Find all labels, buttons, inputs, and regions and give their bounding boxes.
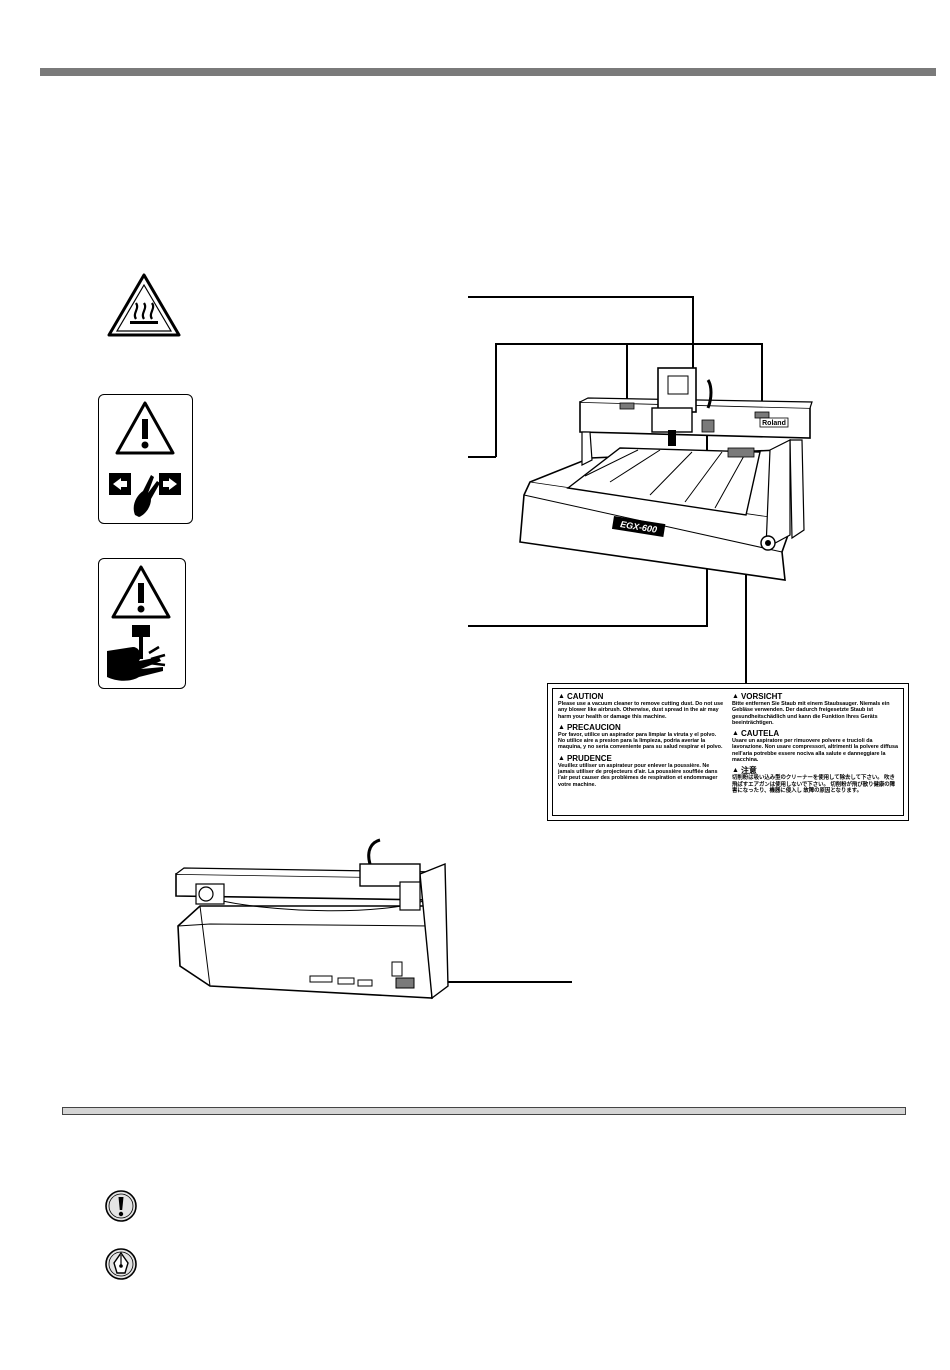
warning-triangle-icon: ▲ [558, 754, 565, 762]
pen-tip-note-icon [105, 1248, 137, 1280]
caution-block-de: ▲VORSICHT Bitte entfernen Sie Staub mit … [732, 692, 890, 726]
caution-block-en: ▲CAUTION Please use a vacuum cleaner to … [558, 692, 724, 720]
caution-block-ja: ▲注意 切削粉は吸い込み型のクリーナーを使用して除去して下さい。 吹き飛ばすエア… [732, 766, 896, 794]
top-rule [40, 68, 936, 76]
machine-front-illustration: Roland EGX-600 [468, 296, 813, 683]
section-rule [62, 1107, 906, 1115]
exclamation-note-icon [105, 1190, 137, 1222]
pinch-warning-label [98, 394, 193, 524]
hot-surface-warning-icon [107, 273, 181, 337]
brand-label: Roland [762, 420, 786, 427]
sharp-tool-warning-label [98, 558, 186, 689]
caution-left-column: ▲CAUTION Please use a vacuum cleaner to … [558, 692, 724, 812]
caution-block-fr: ▲PRUDENCE Veuillez utiliser un aspirateu… [558, 753, 718, 788]
machine-rear-illustration [175, 838, 572, 1000]
caution-right-column: ▲VORSICHT Bitte entfernen Sie Staub mit … [732, 692, 898, 812]
warning-triangle-icon: ▲ [732, 767, 739, 775]
warning-triangle-icon: ▲ [558, 693, 565, 700]
warning-triangle-icon: ▲ [732, 730, 739, 738]
caution-block-it: ▲CAUTELA Usare un aspiratore per rimuove… [732, 729, 898, 764]
warning-triangle-icon: ▲ [558, 723, 565, 731]
warning-triangle-icon: ▲ [732, 693, 739, 700]
caution-block-es: ▲PRECAUCION Por favor, utilice un aspira… [558, 722, 723, 751]
dust-caution-label: ▲CAUTION Please use a vacuum cleaner to … [547, 683, 909, 821]
pinch-hazard-warning-icon [109, 401, 181, 517]
sharp-tool-warning-icon [107, 565, 171, 681]
